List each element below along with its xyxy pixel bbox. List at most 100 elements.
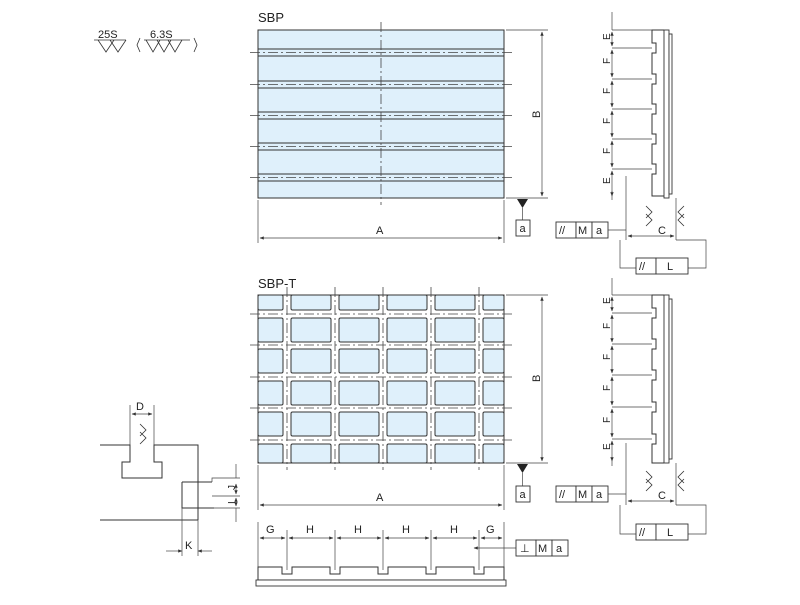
grid-cell [290,380,332,406]
grid-cell [434,317,476,343]
bracket-right-icon [193,37,198,53]
svg-text:M: M [578,489,587,501]
bracket-left-icon [136,37,141,53]
dim-f-label: F [602,58,613,64]
grid-cell [338,443,380,464]
sbp-plan-view: SBP A B a [250,10,548,243]
svg-text:a: a [596,489,603,501]
finish-side-icon [645,205,653,227]
section-plate [257,566,505,581]
grid-cell [386,294,428,311]
grid-cell [482,411,505,437]
tolerance-frame-parallel: // M a [555,485,626,503]
grid-cell [386,380,428,406]
grid-cell [338,317,380,343]
perpendicular-symbol: ⊥ [520,543,530,555]
dim-d-label: D [136,401,144,413]
svg-text://: // [559,225,566,237]
dim-b-label: B [531,375,543,382]
grid-cell [290,411,332,437]
parallel-symbol: // [639,261,646,273]
finish-fine-icon [144,39,190,53]
dim-f-label: F [602,385,613,391]
grid-cell [257,443,284,464]
finish-side-icon [677,470,685,492]
grid-cell [482,348,505,374]
finish-side-icon [645,470,653,492]
sbpt-title: SBP-T [258,276,296,291]
finish-detail-icon [139,423,147,445]
sbpt-plan-view: SBP-T A B a [250,276,548,510]
dim-f-label: F [602,354,613,360]
dim-h-label: H [402,524,410,536]
grid-cell [386,348,428,374]
grid-cell [434,294,476,311]
svg-text:M: M [538,543,547,555]
grid-cell [290,294,332,311]
dim-g-label: G [266,524,275,536]
dim-e-label: E [602,177,613,184]
dim-c-label: C [658,225,666,237]
t-slot-detail: D J I K [100,401,240,556]
svg-text:a: a [556,543,563,555]
dim-j-label: J [227,485,238,490]
tolerance-frame-parallel: // M a [555,221,626,239]
sbp-title: SBP [258,10,284,25]
finish-rough-icon [94,39,127,53]
dim-g-label: G [486,524,495,536]
dim-c-label: C [658,490,666,502]
finish-rough-label: 25S [98,29,118,41]
dim-h-label: H [450,524,458,536]
svg-text://: // [559,489,566,501]
grid-cell [482,380,505,406]
datum-box [515,219,531,237]
finish-fine-label: 6.3S [150,29,173,41]
dim-e-label: E [602,33,613,40]
sbp-side-view: E F F F F E C // M a // L [555,12,707,275]
dim-a-label: A [376,492,384,504]
sbpt-section-view: G H H H H G ⊥ M a [255,522,569,587]
grid-cell [386,317,428,343]
finish-side-icon [677,205,685,227]
grid-cell [482,294,505,311]
grid-cell [338,411,380,437]
dim-f-label: F [602,88,613,94]
grid-cell [290,348,332,374]
dim-l-label: L [667,527,673,539]
dim-b-label: B [531,111,543,118]
grid-cell [386,411,428,437]
grid-cell [290,317,332,343]
dim-k-label: K [185,540,193,552]
dim-h-label: H [354,524,362,536]
grid-cell [257,348,284,374]
grid-cell [290,443,332,464]
surface-finish-legend: 25S 6.3S [94,29,198,53]
datum-label: a [520,489,527,501]
grid-cell [482,317,505,343]
svg-text:M: M [578,225,587,237]
grid-cell [257,380,284,406]
dim-h-label: H [306,524,314,536]
grid-cell [338,380,380,406]
grid-cell [338,348,380,374]
dim-f-label: F [602,417,613,423]
dim-a-label: A [376,225,384,237]
dim-l-label: L [667,261,673,273]
parallel-symbol: // [639,527,646,539]
dim-e-label: E [602,443,613,450]
grid-cell [257,317,284,343]
grid-cell [482,443,505,464]
grid-cell [386,443,428,464]
grid-cell [338,294,380,311]
dim-f-label: F [602,118,613,124]
dim-e-label: E [602,297,613,304]
sbpt-cell-grid [257,294,505,464]
grid-cell [434,380,476,406]
grid-cell [434,411,476,437]
grid-cell [434,443,476,464]
grid-cell [257,411,284,437]
grid-cell [434,348,476,374]
svg-text:a: a [596,225,603,237]
